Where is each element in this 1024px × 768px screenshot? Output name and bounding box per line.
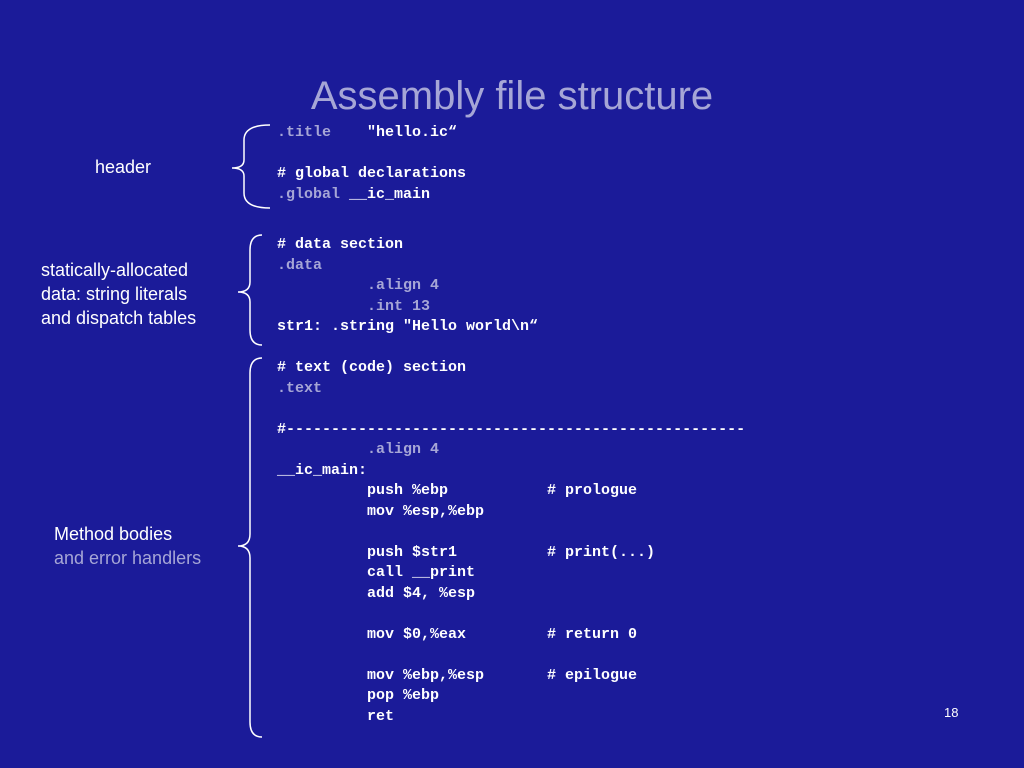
code-line: .align 4 bbox=[277, 440, 745, 461]
data-label-line-2: data: string literals bbox=[41, 284, 188, 304]
text-label-line-2: and error handlers bbox=[54, 548, 202, 568]
code-line: push $str1 # print(...) bbox=[277, 543, 745, 564]
code-line: ret bbox=[277, 707, 745, 728]
code-line: call __print bbox=[277, 563, 745, 584]
code-text: mov $0,%eax # return 0 bbox=[277, 625, 638, 643]
code-line bbox=[277, 604, 745, 625]
page-number: 18 bbox=[944, 705, 959, 720]
code-text: # global declarations bbox=[277, 165, 467, 182]
data-label-line-3: and dispatch tables bbox=[41, 308, 197, 328]
code-text-block: # text (code) section .text #-------------… bbox=[277, 358, 745, 727]
code-text: str1: .string "Hello world\n“ bbox=[277, 318, 539, 335]
code-text: # data section bbox=[277, 236, 404, 253]
code-line: # global declarations bbox=[277, 164, 466, 185]
code-line bbox=[277, 522, 745, 543]
code-line: mov $0,%eax # return 0 bbox=[277, 625, 745, 646]
code-text: mov %esp,%ebp bbox=[277, 502, 485, 520]
code-line: .data bbox=[277, 256, 538, 277]
code-text: #---------------------------------------… bbox=[277, 420, 746, 438]
code-text: __ic_main: bbox=[277, 461, 368, 479]
code-line: .int 13 bbox=[277, 297, 538, 318]
code-directive: .data bbox=[277, 256, 323, 274]
code-line: .align 4 bbox=[277, 276, 538, 297]
code-line: .text bbox=[277, 379, 745, 400]
data-section-label: statically-allocated data: string litera… bbox=[41, 258, 196, 330]
text-brace bbox=[237, 357, 263, 738]
code-line: .title "hello.ic“ bbox=[277, 123, 466, 144]
code-directive: .align 4 bbox=[277, 277, 440, 294]
code-directive: .align 4 bbox=[277, 441, 440, 458]
code-text: call __print bbox=[277, 564, 476, 581]
code-line: # text (code) section bbox=[277, 358, 745, 379]
data-brace bbox=[237, 234, 263, 346]
header-label-text: header bbox=[95, 157, 152, 177]
code-line: str1: .string "Hello world\n“ bbox=[277, 317, 538, 338]
code-line: add $4, %esp bbox=[277, 584, 745, 605]
header-brace bbox=[231, 124, 271, 209]
data-label-line-1: statically-allocated bbox=[41, 260, 189, 280]
code-header-block: .title "hello.ic“ # global declarations .g… bbox=[277, 123, 466, 205]
code-text: add $4, %esp bbox=[277, 584, 476, 602]
code-directive: .global bbox=[277, 185, 341, 203]
code-line: pop %ebp bbox=[277, 686, 745, 707]
code-text: pop %ebp bbox=[277, 687, 440, 704]
slide-title: Assembly file structure bbox=[310, 74, 714, 118]
code-directive: .int 13 bbox=[277, 297, 431, 315]
code-line: __ic_main: bbox=[277, 461, 745, 482]
code-data-block: # data section .data .align 4 .int 13 str1… bbox=[277, 235, 538, 338]
code-text: # text (code) section bbox=[277, 359, 467, 376]
code-line: mov %ebp,%esp # epilogue bbox=[277, 666, 745, 687]
code-line: push %ebp # prologue bbox=[277, 481, 745, 502]
code-text: ret bbox=[277, 707, 395, 725]
code-text: push %ebp # prologue bbox=[277, 482, 638, 499]
code-line: # data section bbox=[277, 235, 538, 256]
code-line bbox=[277, 399, 745, 420]
code-line: mov %esp,%ebp bbox=[277, 502, 745, 523]
code-text: push $str1 # print(...) bbox=[277, 543, 656, 561]
text-label-line-1: Method bodies bbox=[54, 524, 173, 544]
code-text: __ic_main bbox=[340, 185, 431, 203]
code-text: mov %ebp,%esp # epilogue bbox=[277, 666, 638, 684]
code-line bbox=[277, 645, 745, 666]
code-text: "hello.ic“ bbox=[331, 124, 458, 141]
code-line: #---------------------------------------… bbox=[277, 420, 745, 441]
code-line: .global __ic_main bbox=[277, 185, 466, 206]
code-directive: .title bbox=[277, 124, 332, 141]
code-line bbox=[277, 144, 466, 165]
text-section-label: Method bodies and error handlers bbox=[54, 522, 201, 570]
header-label: header bbox=[95, 155, 151, 179]
code-directive: .text bbox=[277, 379, 323, 397]
